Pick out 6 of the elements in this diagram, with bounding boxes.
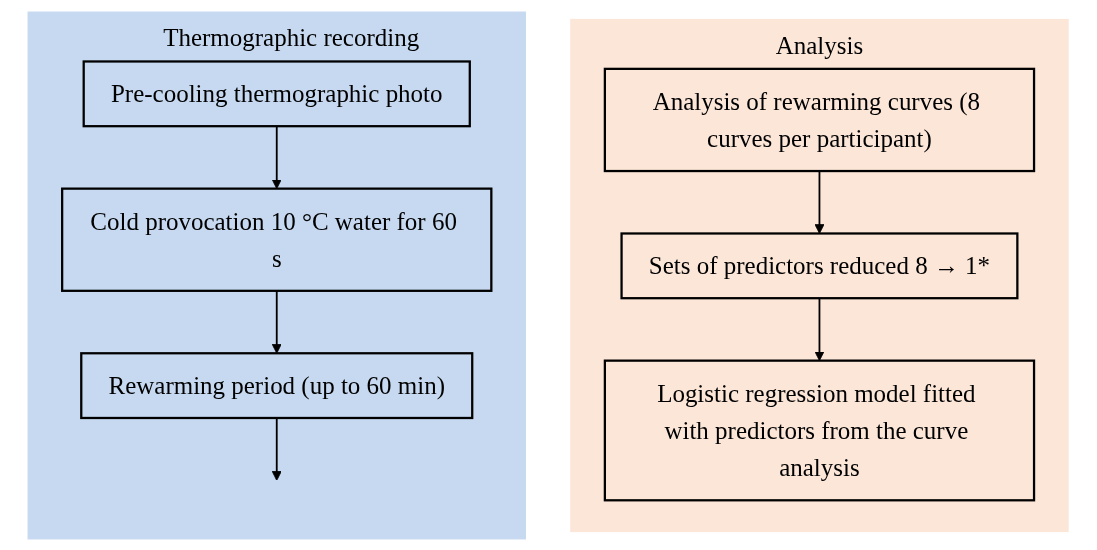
node-box: Rewarming period (up to 60 min): [80, 351, 474, 419]
node-box: Sets of predictors reduced 8 → 1*: [620, 231, 1019, 299]
node-box: Logistic regression model fitted with predictors from the curve analysis: [604, 359, 1036, 501]
node-box: Cold provocation 10 °C water for 60 s: [61, 187, 493, 292]
node-box: Pre-cooling thermographic photo: [82, 59, 472, 127]
node-box: Analysis of rewarming curves (8 curves per participant): [604, 67, 1036, 172]
